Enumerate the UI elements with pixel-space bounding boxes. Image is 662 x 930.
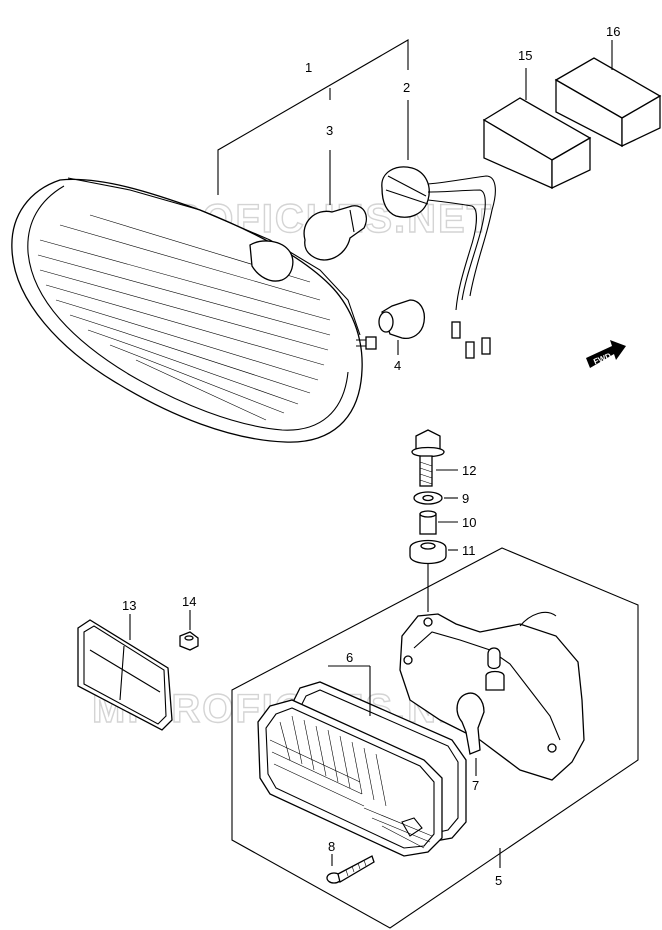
- washer-9: [413, 491, 443, 505]
- rear-lens: [257, 699, 443, 857]
- lamp-bracket: [399, 611, 585, 781]
- assembly-box-5: [231, 547, 639, 929]
- callout-15: 15: [518, 48, 532, 63]
- fwd-arrow: FWD: [586, 340, 626, 368]
- callout-14: 14: [182, 594, 196, 609]
- callout-10: 10: [462, 515, 476, 530]
- reflector-13: [77, 619, 173, 731]
- callout-3: 3: [326, 123, 333, 138]
- block-15: [482, 97, 592, 190]
- socket-harness: [381, 166, 496, 359]
- block-16: [554, 57, 662, 148]
- collar-10: [419, 510, 437, 535]
- bolt-12: [411, 429, 445, 487]
- bulb-upper: [303, 205, 367, 261]
- fwd-label: FWD: [592, 351, 612, 366]
- grommet-11: [409, 539, 447, 565]
- callout-11: 11: [462, 543, 476, 558]
- bulb-lower: [456, 692, 485, 755]
- callout-6: 6: [346, 650, 353, 665]
- callout-4: 4: [394, 358, 401, 373]
- callout-1: 1: [305, 60, 312, 75]
- callout-9: 9: [462, 491, 469, 506]
- leader-6-bracket: [328, 665, 371, 716]
- screw-8: [326, 855, 375, 884]
- callout-7: 7: [472, 778, 479, 793]
- callout-2: 2: [403, 80, 410, 95]
- grommet-4: [378, 299, 426, 340]
- callout-13: 13: [122, 598, 136, 613]
- leader-1-bracket: [217, 39, 409, 195]
- callout-8: 8: [328, 839, 335, 854]
- callout-12: 12: [462, 463, 476, 478]
- nut-14: [179, 631, 199, 651]
- tail-lamp-housing: [11, 177, 377, 443]
- callout-5: 5: [495, 873, 502, 888]
- callout-16: 16: [606, 24, 620, 39]
